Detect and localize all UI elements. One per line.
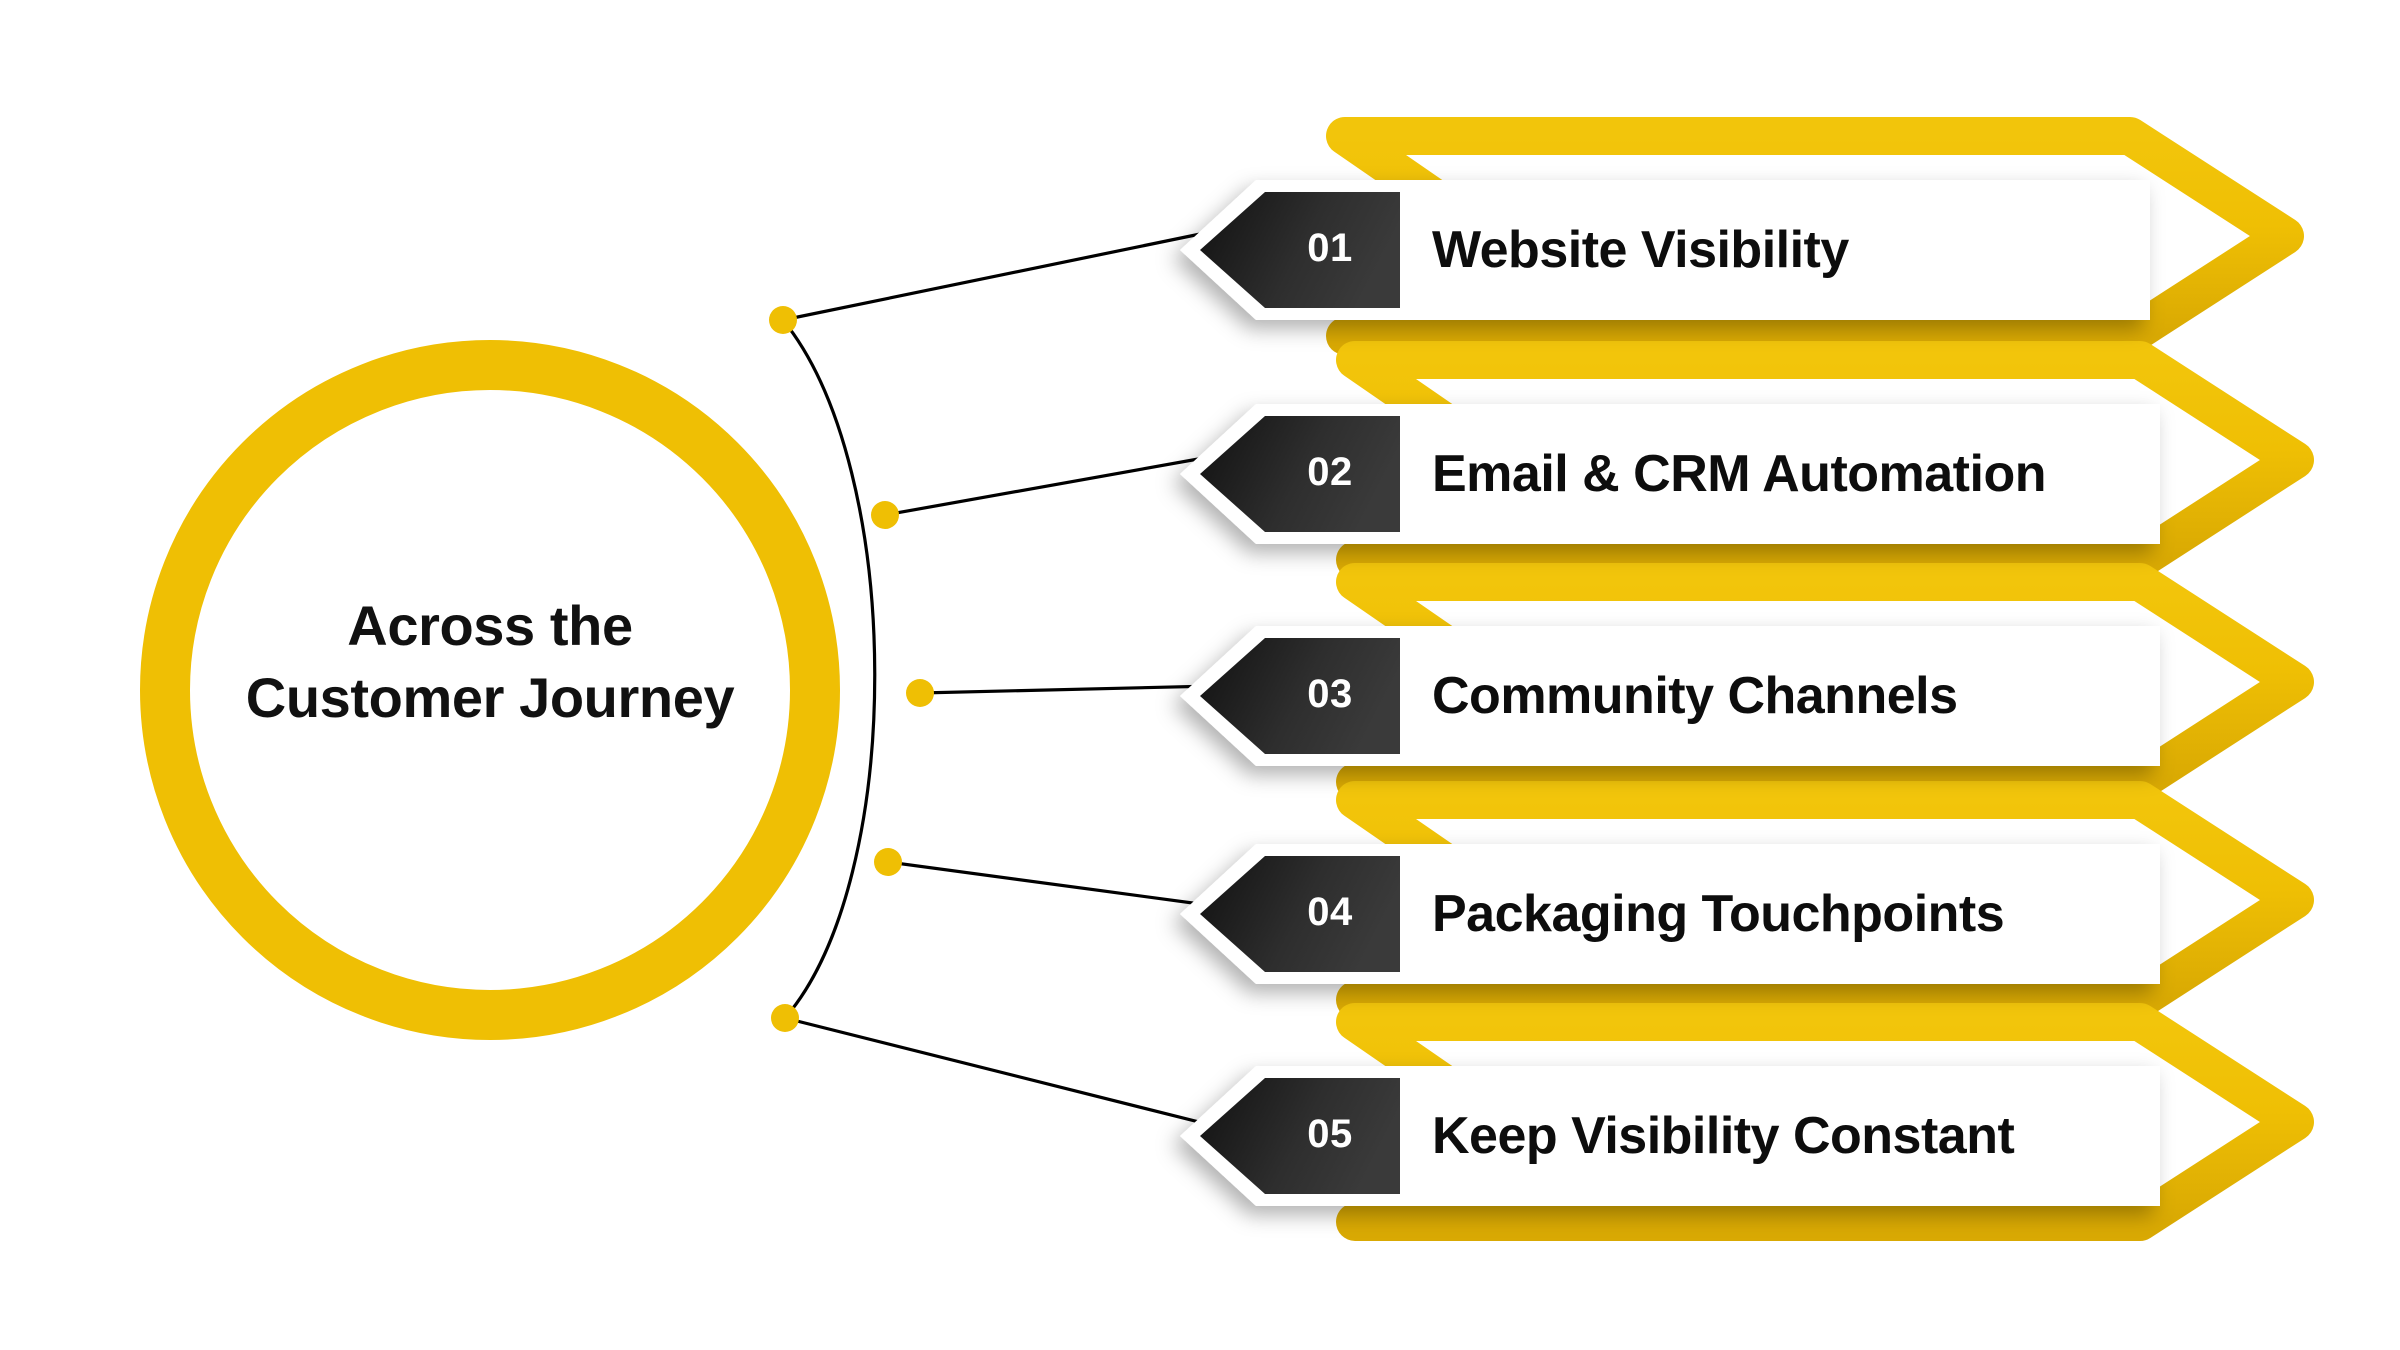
connector-dot-02 [871,501,899,529]
item-number-02: 02 [1307,450,1353,494]
banner-body-05 [1180,1066,2160,1206]
connector-line-04 [887,860,1216,908]
badge-shape-03 [1200,638,1400,754]
connector-dot-03 [906,679,934,707]
item-label-05: Keep Visibility Constant [1432,1107,2015,1165]
banner-05[interactable] [1180,1066,2160,1206]
item-label-01: Website Visibility [1432,221,1849,279]
badge-shape-04 [1200,856,1400,972]
connector-line-02 [884,454,1216,517]
item-number-03: 03 [1307,672,1353,716]
banner-body-03 [1180,626,2160,766]
banner-body-01 [1180,180,2150,320]
banner-body-04 [1180,844,2160,984]
banner-02[interactable] [1180,404,2160,544]
connector-line-05 [784,1016,1216,1128]
badge-shape-02 [1200,416,1400,532]
badge-shape-01 [1200,192,1400,308]
item-label-04: Packaging Touchpoints [1432,885,2005,943]
connector-dot-04 [874,848,902,876]
banner-01[interactable] [1180,180,2150,320]
connector-dot-01 [769,306,797,334]
connector-line-01 [782,230,1211,322]
hub-title: Across the Customer Journey [245,594,735,729]
item-number-01: 01 [1307,226,1353,270]
banner-body-02 [1180,404,2160,544]
connector-line-03 [919,684,1216,695]
banner-03[interactable] [1180,626,2160,766]
connector-dot-05 [771,1004,799,1032]
item-number-05: 05 [1307,1112,1353,1156]
item-label-03: Community Channels [1432,667,1958,725]
badge-shape-05 [1200,1078,1400,1194]
hub-ring [140,340,840,1040]
item-number-04: 04 [1307,890,1353,934]
banner-04[interactable] [1180,844,2160,984]
item-label-02: Email & CRM Automation [1432,445,2046,503]
spine-arc [781,318,877,1020]
